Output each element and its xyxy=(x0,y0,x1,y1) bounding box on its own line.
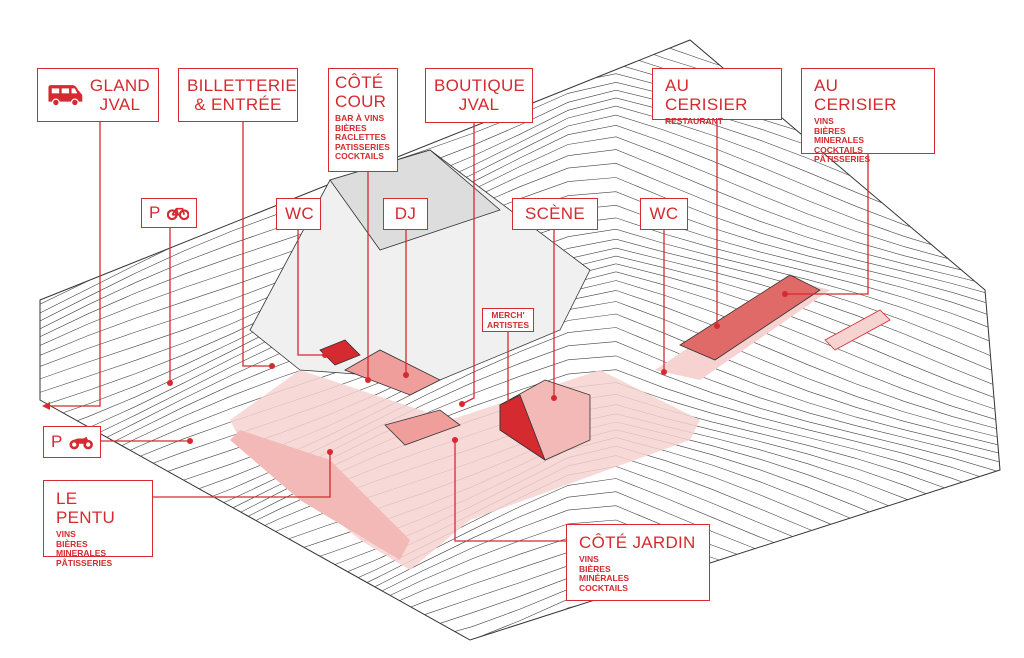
cote-cour-title: CÔTÉ xyxy=(335,73,384,92)
gland-subtitle: JVAL xyxy=(99,95,141,114)
label-au-cerisier-bar[interactable]: AU CERISIER VINS BIÈRES MINERALES COCKTA… xyxy=(801,68,935,164)
scene-title: SCÈNE xyxy=(524,204,586,223)
label-wc-2[interactable]: WC xyxy=(640,198,688,230)
contour-line xyxy=(40,162,1000,393)
billetterie-subtitle: & ENTRÉE xyxy=(194,95,282,114)
boutique-subtitle: JVAL xyxy=(458,95,500,114)
van-icon xyxy=(48,85,83,107)
cote-cour-title-2: COUR xyxy=(335,92,387,111)
contour-line xyxy=(40,149,1000,380)
menu-item: BAR À VINS xyxy=(335,113,385,123)
menu-item: VINS xyxy=(579,554,599,564)
dj-booth xyxy=(319,339,361,366)
menu-item: VINS xyxy=(56,529,76,539)
label-parking-moto[interactable]: P xyxy=(43,426,101,458)
label-merch-artistes[interactable]: MERCH' ARTISTES xyxy=(482,308,534,332)
menu-item: COCKTAILS xyxy=(579,582,628,593)
wc-1-title: WC xyxy=(285,204,314,223)
label-cote-cour[interactable]: CÔTÉ COUR BAR À VINS BIÈRES RACLETTES PA… xyxy=(328,68,398,172)
contour-line xyxy=(40,124,1000,356)
label-cote-jardin[interactable]: CÔTÉ JARDIN VINS BIÈRES MINÉRALES COCKTA… xyxy=(566,524,710,601)
menu-item: BIÈRES xyxy=(56,538,88,549)
exit-arrow-icon xyxy=(42,402,50,410)
menu-item: BIÈRES xyxy=(335,122,367,133)
label-gland-jval[interactable]: GLAND JVAL xyxy=(37,68,159,122)
billetterie-title: BILLETTERIE xyxy=(187,76,298,95)
leader-lines xyxy=(48,120,869,542)
menu-item: COCKTAILS xyxy=(335,151,384,161)
label-wc-1[interactable]: WC xyxy=(276,198,321,230)
menu-item: BIÈRES xyxy=(579,563,611,574)
wc-2-title: WC xyxy=(649,204,679,223)
bicycle-icon xyxy=(166,207,189,220)
parking-bike-title: P xyxy=(149,203,161,222)
contour-line xyxy=(40,97,1000,330)
label-parking-bike[interactable]: P xyxy=(141,198,197,228)
merch-subtitle: ARTISTES xyxy=(486,319,530,330)
location-dots xyxy=(167,291,788,455)
merch-title: MERCH' xyxy=(491,310,525,320)
menu-item: COCKTAILS xyxy=(814,144,863,155)
label-le-pentu[interactable]: LE PENTU VINS BIÈRES MINERALES PÂTISSERI… xyxy=(43,480,153,567)
label-billetterie[interactable]: BILLETTERIE & ENTRÉE xyxy=(178,68,298,122)
gland-title: GLAND xyxy=(89,76,150,95)
boutique-title: BOUTIQUE xyxy=(434,76,526,95)
menu-item: RACLETTES xyxy=(335,132,386,142)
motorcycle-icon xyxy=(69,436,93,449)
label-scene[interactable]: SCÈNE xyxy=(512,198,598,230)
zone-pentu xyxy=(230,430,410,560)
boutique-building xyxy=(384,409,461,446)
contour-line xyxy=(40,630,1000,640)
le-pentu-title: LE PENTU xyxy=(56,489,116,527)
cerisier-restaurant-subtitle: RESTAURANT xyxy=(665,116,723,126)
menu-item: MINERALES xyxy=(814,135,865,145)
label-boutique[interactable]: BOUTIQUE JVAL xyxy=(425,68,533,123)
menu-item: PÂTISSERIES xyxy=(56,557,113,568)
cote-jardin-title: CÔTÉ JARDIN xyxy=(579,533,696,552)
contour-line xyxy=(40,114,1000,346)
stage-front xyxy=(499,394,546,462)
menu-item: PÂTISSERIES xyxy=(814,154,871,164)
menu-item: MINÉRALES xyxy=(579,573,630,583)
label-au-cerisier-restaurant[interactable]: AU CERISIER RESTAURANT xyxy=(652,68,782,126)
menu-item: PATISSERIES xyxy=(335,141,390,152)
parking-moto-title: P xyxy=(51,432,63,451)
menu-item: VINS xyxy=(814,116,834,126)
contour-line xyxy=(40,105,1000,337)
cerisier-bar-title: AU CERISIER xyxy=(814,76,897,114)
label-dj[interactable]: DJ xyxy=(383,198,428,230)
contour-line xyxy=(40,136,1000,367)
menu-item: MINERALES xyxy=(56,548,107,558)
cerisier-terrace xyxy=(824,309,891,351)
dj-title: DJ xyxy=(394,204,417,223)
cerisier-restaurant-title: AU CERISIER xyxy=(665,76,748,114)
menu-item: BIÈRES xyxy=(814,125,846,136)
